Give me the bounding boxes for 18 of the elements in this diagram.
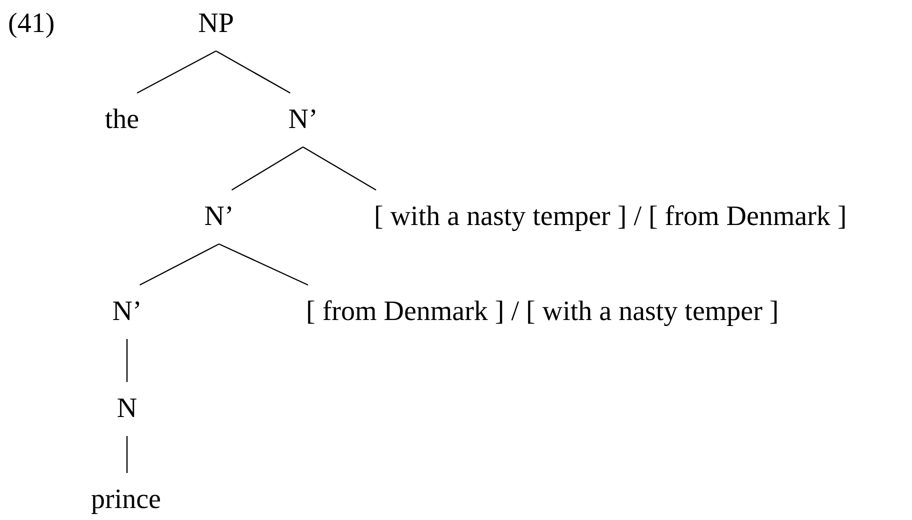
vertical-branch-line [126,436,128,473]
tree-node-label: the [104,101,140,139]
branch-line [218,243,308,286]
tree-node-label: NP [198,5,234,43]
tree-node-label: N [116,390,138,428]
branch-line [140,243,220,286]
example-number: (41) [8,9,55,39]
branch-line [136,50,216,94]
branch-line [231,146,304,191]
branch-line [302,146,376,191]
phrase-text: [ from Denmark ] / [ with a nasty temper ] [306,293,779,331]
tree-node-label: prince [91,481,161,519]
tree-node-label: N’ [112,293,142,331]
tree-node-label: N’ [288,101,318,139]
tree-node-label: N’ [204,198,234,236]
phrase-text: [ with a nasty temper ] / [ from Denmark ] [374,198,847,236]
vertical-branch-line [126,339,128,382]
branch-line [216,50,291,94]
